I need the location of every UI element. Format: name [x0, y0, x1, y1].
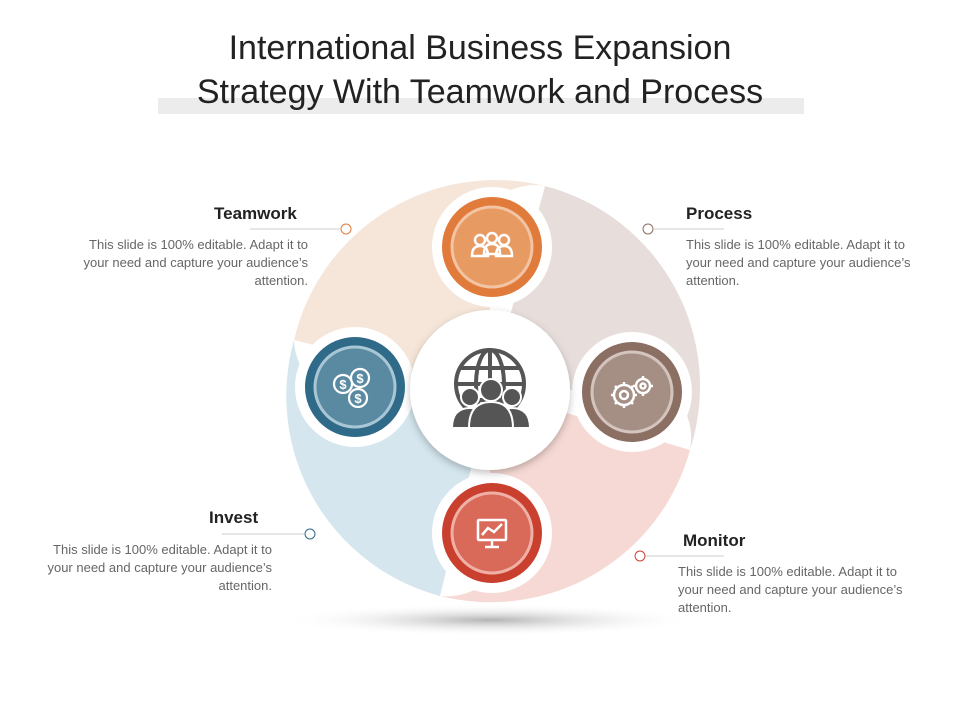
connector-teamwork [250, 223, 352, 235]
node-teamwork [442, 197, 542, 297]
svg-text:$: $ [354, 391, 362, 406]
node-monitor [442, 483, 542, 583]
gears-icon [611, 376, 653, 408]
title-underline-band [158, 98, 804, 114]
dollar-signs: $ $ $ [339, 371, 364, 406]
page-title: International Business Expansion Strateg… [0, 26, 960, 114]
node-invest: $ $ $ [305, 337, 405, 437]
label-process: Process [686, 204, 753, 223]
title-line-2: Strategy With Teamwork and Process [196, 73, 764, 111]
label-invest: Invest [209, 508, 259, 527]
money-icon [332, 367, 371, 409]
connector-invest [222, 528, 316, 540]
desc-monitor: This slide is 100% editable. Adapt it to… [678, 564, 903, 615]
team-icon [470, 231, 514, 258]
node-process [582, 342, 682, 442]
label-monitor: Monitor [683, 531, 746, 550]
svg-text:$: $ [339, 377, 347, 392]
floor-shadow [280, 604, 700, 636]
connector-monitor [634, 550, 724, 562]
svg-text:$: $ [356, 371, 364, 386]
label-teamwork: Teamwork [214, 204, 297, 223]
desc-teamwork: This slide is 100% editable. Adapt it to… [83, 237, 308, 288]
desc-invest: This slide is 100% editable. Adapt it to… [47, 542, 272, 593]
title-line-1: International Business Expansion [228, 29, 732, 67]
people-silhouettes [450, 378, 532, 429]
monitor-chart-icon [476, 518, 508, 549]
desc-process: This slide is 100% editable. Adapt it to… [686, 237, 911, 288]
connector-process [642, 223, 724, 235]
